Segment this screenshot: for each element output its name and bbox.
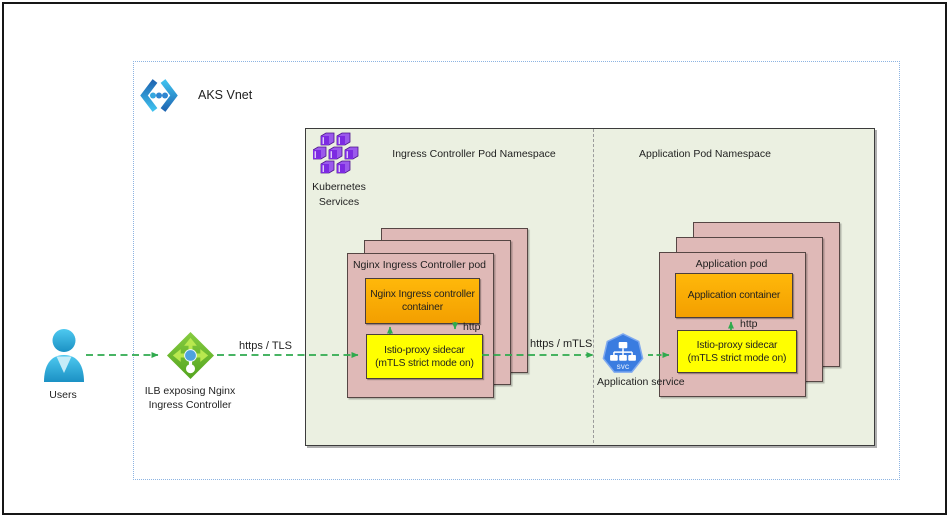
ilb-label-line1: ILB exposing Nginx xyxy=(144,385,236,397)
app-container-label: Application container xyxy=(687,290,781,301)
https-tls-label: https / TLS xyxy=(239,340,292,352)
ilb-label: ILB exposing Nginx Ingress Controller xyxy=(120,384,260,412)
nginx-controller-container-box: Nginx Ingress controller container xyxy=(365,278,480,324)
app-http-label: http xyxy=(740,318,758,330)
svc-icon-text: SVC xyxy=(617,364,630,371)
nginx-istio-sidecar-box: Istio-proxy sidecar (mTLS strict mode on… xyxy=(366,334,483,379)
nginx-container-label-line2: container xyxy=(401,302,443,313)
application-service-label: Application service xyxy=(597,376,685,388)
ilb-label-line2: Ingress Controller xyxy=(148,399,232,411)
nginx-http-label: http xyxy=(463,321,481,333)
aks-vnet-boundary xyxy=(133,61,900,480)
nginx-pod-title: Nginx Ingress Controller pod xyxy=(352,259,487,271)
ingress-namespace-label: Ingress Controller Pod Namespace xyxy=(392,148,556,160)
vnet-label: AKS Vnet xyxy=(198,88,253,102)
ilb-load-balancer-icon xyxy=(166,331,215,380)
https-mtls-label: https / mTLS xyxy=(530,338,593,350)
app-sidecar-label-line2: (mTLS strict mode on) xyxy=(687,352,787,364)
nginx-sidecar-label-line2: (mTLS strict mode on) xyxy=(375,357,474,369)
nginx-sidecar-label-line1: Istio-proxy sidecar xyxy=(384,344,465,356)
users-icon xyxy=(42,327,86,384)
nginx-container-label-line1: Nginx Ingress controller xyxy=(370,289,475,300)
users-label: Users xyxy=(49,389,77,401)
kubernetes-services-icon xyxy=(313,132,363,176)
kubernetes-services-label-line2: Services xyxy=(318,196,360,208)
kubernetes-services-label: Kubernetes Services xyxy=(294,180,384,210)
app-istio-sidecar-box: Istio-proxy sidecar (mTLS strict mode on… xyxy=(677,330,797,373)
app-pod-title: Application pod xyxy=(695,258,768,270)
application-service-icon: SVC xyxy=(601,332,645,376)
app-container-box: Application container xyxy=(675,273,793,318)
kubernetes-services-label-line1: Kubernetes xyxy=(312,181,366,193)
application-namespace-label: Application Pod Namespace xyxy=(639,148,771,160)
namespace-divider xyxy=(593,129,594,443)
app-sidecar-label-line1: Istio-proxy sidecar xyxy=(696,339,778,351)
vnet-icon xyxy=(139,77,179,114)
